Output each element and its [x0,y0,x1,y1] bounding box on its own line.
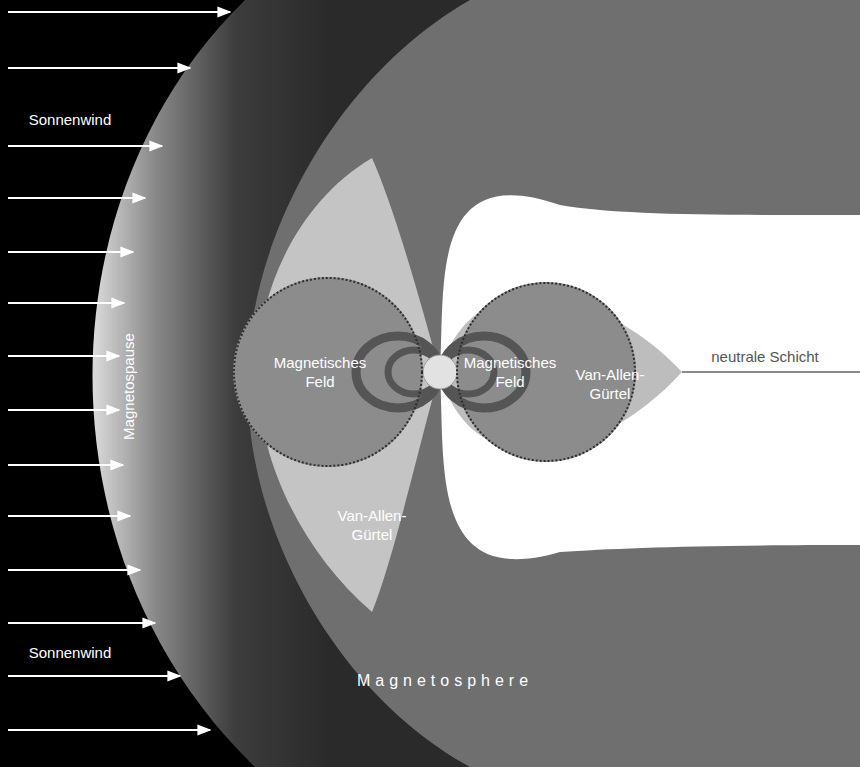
bow-shock [92,0,860,767]
circle-outline [233,277,423,467]
diagram-label: Magnetospause [119,333,138,440]
region-label: Magnetisches Feld [460,353,560,391]
tail-lobe [440,195,860,559]
region-label: Magnetisches Feld [270,353,370,391]
neutral-sheet-line [682,371,860,373]
diagram-label: Van-Allen-Gürtel [573,365,647,403]
solar-wind-arrows [8,12,230,730]
field-circle: Magnetisches Feld [233,277,423,467]
earth [423,355,457,389]
diagram-label: Sonnenwind [29,643,112,662]
field-disc [233,277,423,467]
diagram-label: neutrale Schicht [711,347,819,366]
circle-border [234,278,422,466]
diagram-label: Sonnenwind [29,110,112,129]
diagram-label: Van-Allen-Gürtel [335,506,409,544]
diagram-label: Magnetosphere [357,671,533,690]
radiation-rings [356,336,526,408]
